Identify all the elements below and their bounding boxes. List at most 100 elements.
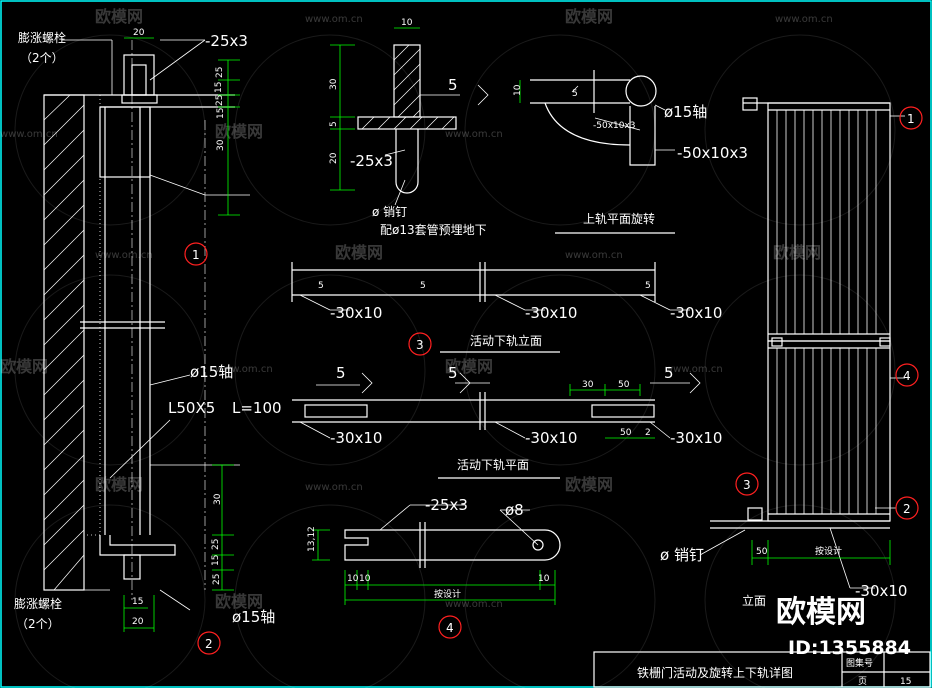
watermark-brand: 欧模网 — [773, 243, 821, 262]
dim-label: 50 — [620, 428, 632, 438]
hole-label: ø8 — [505, 501, 524, 519]
dim-label: 13,12 — [307, 526, 317, 552]
weld-size-label: 5 — [664, 364, 674, 382]
watermark-brand: 欧模网 — [335, 243, 383, 262]
angle-label: L50X5 — [168, 399, 215, 417]
flat-bar-label: -25x3 — [425, 496, 468, 514]
watermark-brand: 欧模网 — [445, 357, 493, 376]
detail-lower-rail-elevation: 5 5 5 -30x10 -30x10 -30x10 3 活动下轨立面 — [291, 262, 722, 356]
flat-bar-label: -30x10 — [330, 304, 382, 322]
callout-number: 3 — [416, 338, 424, 352]
anchor-bolt-count: （2个） — [16, 617, 60, 631]
dim-label: 20 — [329, 152, 339, 164]
callout-number: 1 — [192, 248, 200, 262]
page-label: 页 — [858, 676, 867, 687]
title-block: 铁栅门活动及旋转上下轨详图 图集号 页 15 — [593, 651, 931, 688]
pin-note: 配ø13套管预埋地下 — [380, 222, 487, 237]
dim-label: 30 — [216, 139, 226, 151]
section-mark: 1 — [907, 112, 915, 126]
brand-logo: 欧模网 — [776, 595, 866, 630]
dim-label: 15 — [132, 597, 143, 607]
pin-note: ø 销钉 — [372, 205, 407, 219]
dim-label: 2 — [645, 428, 651, 438]
weld-size-label: 5 — [448, 364, 458, 382]
watermark-brand: 欧模网 — [565, 475, 613, 494]
detail-upper-rail-rotate: 10 5 -50x10x3 ø15轴 -50x10x3 上轨平面旋转 — [513, 70, 748, 234]
flat-bar-label: -50x10x3 — [593, 121, 636, 131]
dim-label: 30 — [582, 380, 594, 390]
weld-size-label: 5 — [318, 281, 324, 291]
weld-size-label: 5 — [448, 76, 458, 94]
design-by-label: 按设计 — [815, 545, 842, 557]
section-title: 活动下轨立面 — [470, 333, 542, 348]
dim-label: 15 — [211, 555, 221, 566]
dim-label: 30 — [329, 78, 339, 90]
brand-id: ID:1355884 — [788, 637, 911, 659]
weld-size-label: 5 — [572, 89, 578, 99]
watermark-brand: 欧模网 — [0, 357, 48, 376]
watermark-site: www.om.cn — [95, 250, 153, 261]
flat-bar-label: -30x10 — [670, 304, 722, 322]
watermark-site: www.om.cn — [445, 129, 503, 140]
detail-pin: 10 30 5 20 5 -25x3 ø 销钉 配ø13套管预埋地下 — [329, 18, 489, 237]
watermark-pattern: 欧模网 欧模网 欧模网 欧模网 欧模网 欧模网 欧模网 欧模网 欧模网 欧模网 … — [0, 7, 896, 688]
pin-label: ø 销钉 — [660, 546, 704, 564]
section-title: 活动下轨平面 — [457, 458, 529, 472]
weld-size-label: 5 — [336, 364, 346, 382]
length-label: L=100 — [232, 399, 282, 417]
callout-number: 4 — [446, 621, 454, 635]
flat-bar-label: -30x10 — [330, 429, 382, 447]
dim-label: 50 — [618, 380, 630, 390]
dim-label: 5 — [329, 121, 339, 127]
sheet-no-label: 图集号 — [846, 657, 873, 669]
flat-bar-label: -30x10 — [855, 582, 907, 600]
anchor-bolt-label: 膨涨螺栓 — [14, 596, 62, 611]
flat-bar-label: -25x3 — [350, 152, 393, 170]
dim-label: 20 — [133, 28, 145, 38]
dim-label: 10 — [347, 574, 359, 584]
watermark-brand: 欧模网 — [565, 7, 613, 26]
flat-bar-label: -30x10 — [525, 429, 577, 447]
watermark-brand: 欧模网 — [215, 592, 263, 611]
dim-label: 25 — [215, 67, 225, 78]
design-by-label: 按设计 — [434, 588, 461, 600]
detail-lower-rail-plan: 5 5 5 30 50 50 2 -30x10 -30x10 -30x10 活动… — [292, 364, 722, 479]
section-mark: 2 — [903, 502, 911, 516]
watermark-site: www.om.cn — [665, 364, 723, 375]
flat-bar-label: -30x10 — [670, 429, 722, 447]
dim-label: 30 — [213, 493, 223, 505]
axle-label: ø15轴 — [190, 363, 233, 381]
dim-label: 25 — [212, 574, 222, 585]
dim-label: 10 — [538, 574, 550, 584]
watermark-site: www.om.cn — [775, 14, 833, 25]
weld-size-label: 5 — [645, 281, 651, 291]
drawing-title: 铁栅门活动及旋转上下轨详图 — [637, 665, 793, 680]
flat-bar-label: -50x10x3 — [677, 144, 748, 162]
dim-label: 20 — [132, 617, 144, 627]
dim-label: 50 — [756, 547, 768, 557]
dim-label: 10 — [513, 84, 523, 96]
elevation-label: 立面 — [742, 593, 766, 608]
section-title: 上轨平面旋转 — [583, 211, 655, 226]
axle-label: ø15轴 — [664, 103, 707, 121]
page-number: 15 — [900, 677, 911, 687]
callout-number: 2 — [205, 637, 213, 651]
gate-elevation: 50 按设计 ø 销钉 -30x10 立面 1 4 2 3 — [660, 97, 923, 608]
flat-bar-label: -30x10 — [525, 304, 577, 322]
anchor-bolt-label: 膨涨螺栓 — [18, 30, 66, 45]
section-mark: 3 — [743, 478, 751, 492]
dim-label: 15 — [216, 108, 226, 119]
watermark-brand: 欧模网 — [215, 122, 263, 141]
watermark-site: www.om.cn — [305, 482, 363, 493]
watermark-site: www.om.cn — [215, 364, 273, 375]
watermark-site: www.om.cn — [305, 14, 363, 25]
watermark-site: www.om.cn — [445, 599, 503, 610]
detail-section-left: 20 25 15 25 30 15 30 25 15 25 15 20 膨涨螺栓… — [14, 28, 282, 655]
detail-flat-bar: 13,12 10 10 10 按设计 -25x3 ø8 4 — [307, 496, 561, 639]
watermark-brand: 欧模网 — [95, 7, 143, 26]
dim-label: 10 — [401, 18, 413, 28]
section-mark: 4 — [903, 369, 911, 383]
flat-bar-label: -25x3 — [205, 32, 248, 50]
